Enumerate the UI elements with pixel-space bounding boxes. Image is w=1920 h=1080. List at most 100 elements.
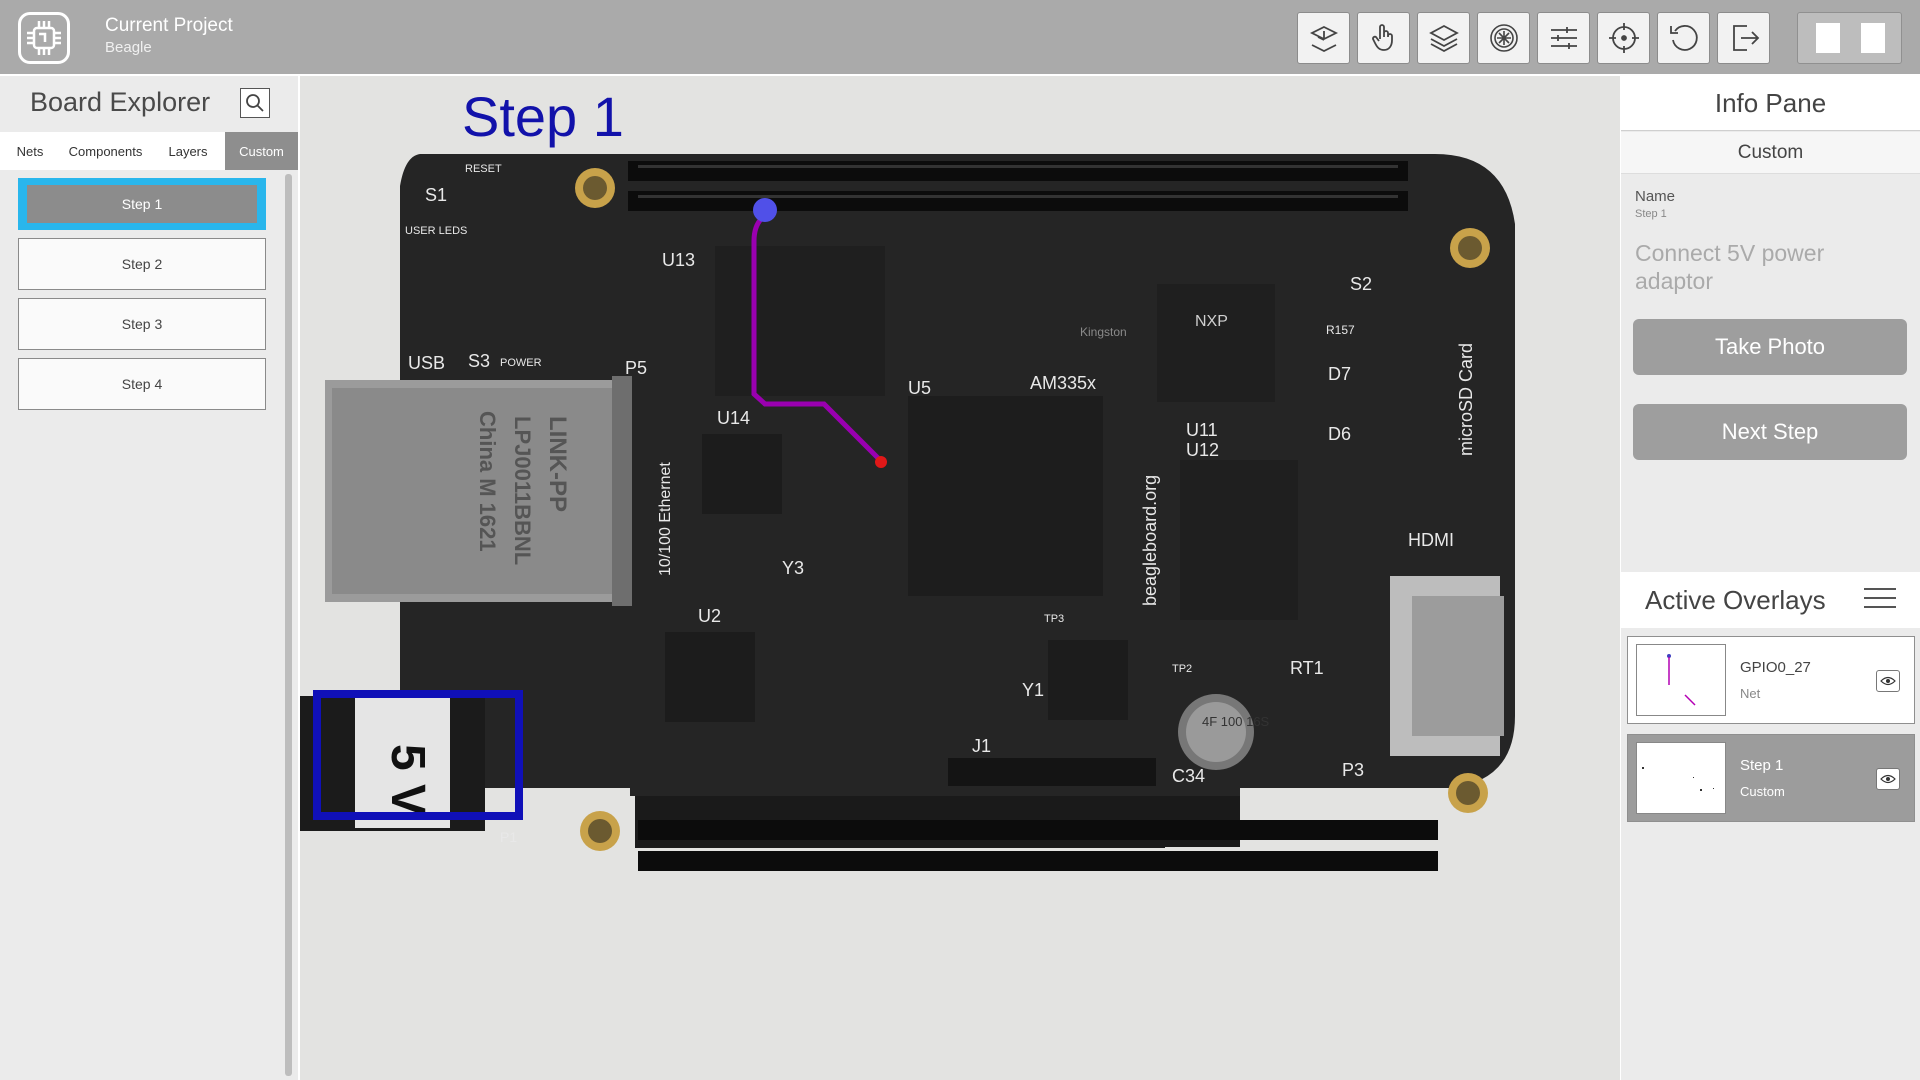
overlay-card-step-1[interactable]: Step 1 Custom (1627, 734, 1915, 822)
tab-components[interactable]: Components (68, 143, 143, 159)
next-step-button[interactable]: Next Step (1633, 404, 1907, 460)
settings-sliders-button[interactable] (1537, 12, 1590, 64)
label-s2: S2 (1350, 274, 1372, 294)
label-tp2: TP2 (1172, 663, 1192, 675)
layers-button[interactable] (1417, 12, 1470, 64)
project-title: Current Project (105, 15, 233, 36)
overlay-type: Custom (1740, 784, 1785, 799)
label-p3: P3 (1342, 760, 1364, 780)
board-view-icon (1309, 25, 1338, 53)
search-button[interactable] (240, 88, 270, 118)
label-u13: U13 (662, 250, 695, 270)
label-y1: Y1 (1022, 680, 1044, 700)
step-heading: Step 1 (462, 85, 624, 148)
label-u5: U5 (908, 378, 931, 398)
label-jack-2: LPJ0011BBNL (510, 416, 535, 565)
label-beagleboard: beagleboard.org (1140, 475, 1160, 606)
label-usb: USB (408, 353, 445, 373)
pan-button[interactable] (1357, 12, 1410, 64)
overlay-name: Step 1 (1740, 757, 1784, 774)
step-list-scrollbar[interactable] (285, 174, 292, 1076)
step-list: Step 1 Step 2 Step 3 Step 4 (18, 178, 266, 418)
tab-nets[interactable]: Nets (16, 143, 44, 159)
info-pane-title: Info Pane (1621, 76, 1920, 131)
overlay-type: Net (1740, 686, 1761, 701)
label-p1: P1 (500, 829, 517, 845)
hand-pointer-icon (1371, 24, 1393, 51)
label-user-leds: USER LEDS (405, 225, 467, 237)
exit-icon (1732, 25, 1759, 51)
label-am335x: AM335x (1030, 373, 1096, 393)
eye-icon (1880, 774, 1896, 784)
board-image: S1 RESET USER LEDS USB S3 POWER U13 P5 U… (300, 154, 1515, 871)
project-name: Beagle (105, 39, 152, 56)
trace-end-marker (875, 456, 887, 468)
take-photo-button[interactable]: Take Photo (1633, 319, 1907, 375)
label-j1: J1 (972, 736, 991, 756)
label-s3: S3 (468, 351, 490, 371)
overlay-thumbnail (1636, 742, 1726, 814)
locate-button[interactable] (1597, 12, 1650, 64)
chip-filter-button[interactable] (1477, 12, 1530, 64)
tab-layers[interactable]: Layers (168, 143, 208, 159)
app-logo-icon (18, 12, 70, 64)
snowflake-chip-icon (1489, 24, 1518, 52)
label-u14: U14 (717, 408, 750, 428)
label-d6: D6 (1328, 424, 1351, 444)
overlay-thumbnail (1636, 644, 1726, 716)
label-kingston: Kingston (1080, 325, 1127, 339)
exit-button[interactable] (1717, 12, 1770, 64)
step-instruction: Connect 5V power adaptor (1635, 240, 1825, 294)
panel-layout-toggle[interactable] (1797, 12, 1902, 64)
board-explorer-panel: Board Explorer Nets Components Layers Cu… (0, 76, 298, 1080)
label-s1: S1 (425, 185, 447, 205)
label-power: POWER (500, 357, 542, 369)
label-microsd: microSD Card (1456, 343, 1476, 456)
layers-icon (1428, 24, 1459, 53)
info-section-title: Custom (1621, 132, 1920, 174)
menu-icon[interactable] (1864, 588, 1896, 612)
sliders-icon (1550, 27, 1577, 49)
info-pane: Info Pane Custom Name Step 1 Connect 5V … (1621, 76, 1920, 1080)
visibility-toggle[interactable] (1876, 670, 1900, 692)
name-label: Name (1635, 188, 1676, 205)
label-c34: C34 (1172, 766, 1205, 786)
step-item-2[interactable]: Step 2 (18, 238, 266, 290)
label-barrel-jack: 5 V (381, 744, 434, 816)
label-y3: Y3 (782, 558, 804, 578)
label-u2: U2 (698, 606, 721, 626)
reset-view-button[interactable] (1657, 12, 1710, 64)
tab-custom[interactable]: Custom (225, 132, 298, 170)
right-pane-icon (1861, 23, 1885, 53)
active-overlays-header: Active Overlays (1621, 572, 1920, 628)
label-u12: U12 (1186, 440, 1219, 460)
label-r157: R157 (1326, 323, 1355, 337)
toolbar (1297, 12, 1770, 64)
label-nxp: NXP (1195, 313, 1228, 330)
search-icon (246, 94, 264, 112)
step-item-label: Step 1 (27, 185, 257, 223)
label-capacitor: 4F 100 16S (1202, 714, 1270, 729)
board-view[interactable]: S1 RESET USER LEDS USB S3 POWER U13 P5 U… (300, 76, 1620, 1080)
step-item-4[interactable]: Step 4 (18, 358, 266, 410)
refresh-icon (1669, 25, 1698, 51)
label-u11: U11 (1186, 420, 1218, 440)
board-view-button[interactable] (1297, 12, 1350, 64)
power-jack-highlight (313, 690, 523, 820)
left-pane-icon (1816, 23, 1840, 53)
step-item-1[interactable]: Step 1 (18, 178, 266, 230)
overlay-card-gpio0-27[interactable]: GPIO0_27 Net (1627, 636, 1915, 724)
label-jack-1: LINK-PP (544, 416, 571, 512)
name-value: Step 1 (1635, 208, 1667, 220)
trace-start-marker (753, 198, 777, 222)
label-hdmi: HDMI (1408, 530, 1454, 550)
label-reset: RESET (465, 163, 502, 175)
step-item-3[interactable]: Step 3 (18, 298, 266, 350)
eye-icon (1880, 676, 1896, 686)
board-explorer-title: Board Explorer (30, 87, 211, 117)
top-bar: Current Project Beagle (0, 0, 1920, 74)
label-rt1: RT1 (1290, 658, 1324, 678)
visibility-toggle[interactable] (1876, 768, 1900, 790)
label-ethernet: 10/100 Ethernet (657, 462, 674, 576)
label-tp3: TP3 (1044, 613, 1064, 625)
